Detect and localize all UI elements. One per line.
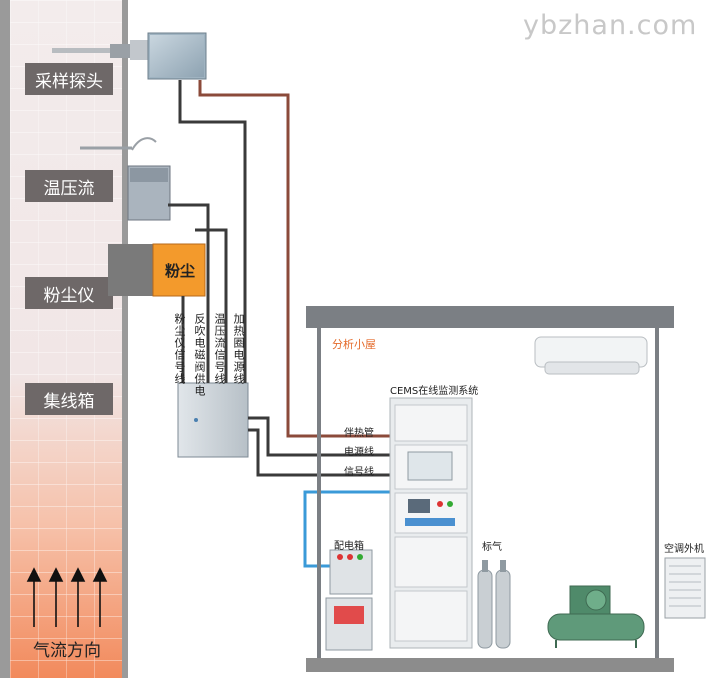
distribution-box [325,549,373,651]
power-line-label: 电源线 [344,447,374,458]
ac-outdoor-unit [664,557,706,619]
watermark: ybzhan.com [523,10,698,41]
distribution-box-label: 配电箱 [334,541,364,552]
chimney-wall-left [0,0,10,678]
label-temp-pressure-flow: 温压流 [25,170,113,202]
airflow-arrows [26,567,108,627]
air-compressor [547,585,645,648]
wire-label-dust-signal: 粉尘仪信号线 [173,313,186,385]
signal-line-label: 信号线 [344,467,374,478]
label-junction-box: 集线箱 [25,383,113,415]
heat-trace-label: 伴热管 [344,428,374,439]
dust-meter-box-label: 粉尘 [164,262,195,280]
wire-label-heater-power: 加热圈电源线 [232,313,245,385]
ac-indoor-unit [534,336,648,375]
junction-box [177,382,249,458]
chimney [10,0,122,678]
cems-title: CEMS在线监测系统 [390,386,479,397]
label-sampling-probe: 采样探头 [25,63,113,95]
std-gas-label: 标气 [482,542,502,553]
dust-meter [108,243,206,297]
cems-cabinet [389,397,473,649]
chimney-wall-right [122,0,128,678]
wire-label-blowback-power: 反吹电磁阀供电 [193,313,206,397]
label-dust-meter: 粉尘仪 [25,277,113,309]
ac-outdoor-label: 空调外机 [664,544,704,555]
wire-label-tpf-signal: 温压流信号线 [213,313,226,385]
sampling-probe [52,32,207,80]
airflow-direction-label: 气流方向 [33,641,101,661]
shelter-title: 分析小屋 [332,338,376,351]
temp-pressure-flow-device [80,137,171,221]
std-gas-cylinders [477,560,511,649]
